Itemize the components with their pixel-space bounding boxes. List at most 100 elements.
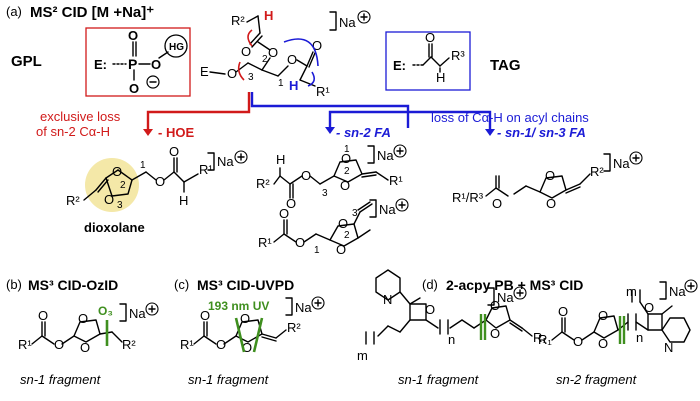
precursor-pos2: 2 [262,54,268,65]
svg-text:O: O [78,311,88,326]
panel-c-title: MS³ CID-UVPD [197,277,294,293]
panel-b-r2: R² [122,337,136,352]
svg-text:O: O [546,196,556,211]
panel-d-right-fragment: sn-2 fragment [556,372,638,387]
svg-text:O: O [490,298,500,313]
sn13-adduct: Na [613,156,630,171]
panel-a-label: (a) [6,4,22,19]
dioxolane-h: H [179,193,188,208]
tag-e-label: E: [393,58,406,73]
red-branch-line2: of sn-2 Cα-H [36,124,110,139]
sn2-lower-pos2: 2 [344,230,350,241]
svg-text:O: O [38,308,48,323]
svg-text:O: O [340,178,350,193]
svg-text:O: O [268,45,278,60]
svg-text:H: H [436,70,445,85]
svg-text:O: O [151,57,161,72]
panel-c-label: (c) [174,277,189,292]
blue-branch-arrow [250,92,495,136]
sn2-loss-product-lower: R¹ O O O O 1 2 3 Na [258,198,409,257]
panel-c-fragment: sn-1 fragment [188,372,270,387]
sn2-upper-pos1: 1 [344,144,350,155]
precursor-e: E [200,64,209,79]
precursor-pos1: 1 [278,78,284,89]
svg-text:O: O [80,340,90,355]
panel-d-title: 2-acpy PB + MS³ CID [446,277,583,293]
sn2-lower-adduct: Na [379,202,396,217]
gpl-e-label: E: [94,57,107,72]
svg-text:O: O [129,81,139,96]
svg-text:P: P [128,56,137,72]
panel-d-left-n: n [448,332,455,347]
tag-r3: R³ [451,48,465,63]
dioxolane-pos1: 1 [140,160,146,171]
panel-b-adduct: Na [129,306,146,321]
dioxolane-label: dioxolane [84,220,145,235]
panel-b-reagent: O₃ [98,304,113,318]
precursor-adduct: Na [339,15,356,30]
svg-text:O: O [128,28,138,43]
svg-text:O: O [338,216,348,231]
svg-text:O: O [200,308,210,323]
svg-text:O: O [336,242,346,257]
panel-d-left-m: m [357,348,368,363]
head-group-circle [164,34,188,58]
sn2-upper-pos3: 3 [322,188,328,199]
sn2-upper-pos2: 2 [344,166,350,177]
panel-d-right-r1: R₁ [538,332,552,347]
panel-d-left-structure: N O m n O O R₁ Na [357,269,547,363]
svg-text:O: O [492,196,502,211]
sn2-lower-r1: R¹ [258,235,272,250]
dioxolane-pos2: 2 [120,180,126,191]
svg-text:O: O [286,196,296,211]
sn2-upper-h: H [276,152,285,167]
svg-text:O: O [227,66,237,81]
phosphate-group: P O O O [112,28,188,96]
dioxolane-highlight [85,158,139,212]
panel-d-left-r1: R₁ [533,330,547,345]
panel-d-label: (d) [422,277,438,292]
dioxolane-structure: R² O O O O R¹ H 2 3 1 Na [66,144,248,211]
sn13-r2: R² [590,164,604,179]
panel-d-right-m: m [626,284,637,299]
sn13-loss-product: R¹/R³ O O O R² Na [452,151,643,211]
svg-text:O: O [287,52,297,67]
panel-d-left-fragment: sn-1 fragment [398,372,480,387]
red-branch-loss: - HOE [158,125,194,140]
svg-text:O: O [169,144,179,159]
sn2-lower-pos1: 1 [314,245,320,256]
tag-box [385,31,471,91]
sn13-r13: R¹/R³ [452,190,484,205]
panel-c-r1: R¹ [180,337,194,352]
sn2-upper-r1: R¹ [389,173,403,188]
precursor-structure: R² H O O O E O O H R¹ 3 2 1 Na [200,8,371,99]
precursor-r2: R² [231,13,245,28]
blue-branch-loss-sn2: - sn-2 FA [336,125,391,140]
tag-label: TAG [490,57,521,74]
svg-text:O: O [490,326,500,341]
panel-d-right-structure: R₁ O O O O n O m N Na [538,279,698,355]
panel-b-title: MS³ CID-OzID [28,277,118,293]
svg-text:O: O [573,334,583,349]
svg-text:O: O [545,168,555,183]
red-branch-line1: exclusive loss [40,109,121,124]
dioxolane-r2: R² [66,193,80,208]
svg-text:O: O [341,151,351,166]
panel-d-right-adduct: Na [669,284,686,299]
precursor-alpha-h: H [264,8,273,23]
svg-text:O: O [216,337,226,352]
svg-text:N: N [664,340,673,355]
svg-text:O: O [425,30,435,45]
sn2-lower-pos3: 3 [352,208,358,219]
head-group-label: HG [169,42,184,53]
dioxolane-pos3: 3 [117,200,123,211]
svg-text:O: O [240,311,250,326]
dioxolane-adduct: Na [217,154,234,169]
panel-a-title: MS² CID [M +Na]⁺ [30,4,154,21]
precursor-pos3: 3 [248,72,254,83]
svg-text:O: O [312,38,322,53]
svg-text:N: N [383,292,392,307]
svg-text:O: O [644,300,654,315]
svg-text:O: O [241,44,251,59]
